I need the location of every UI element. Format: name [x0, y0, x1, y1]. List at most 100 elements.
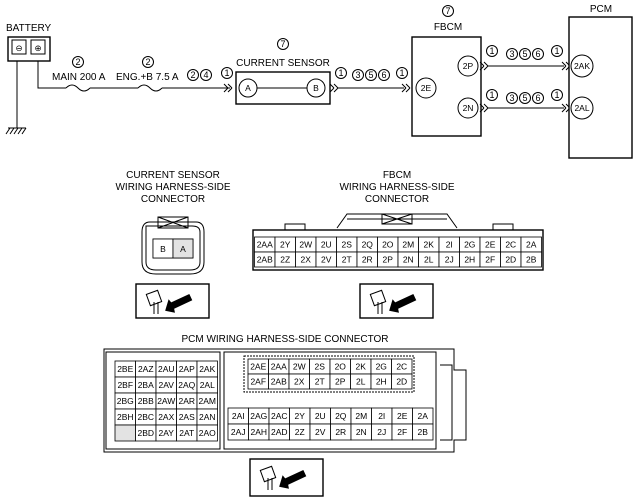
pcm-pin-2ac: 2AC [271, 411, 288, 421]
svg-text:2AK: 2AK [574, 61, 590, 71]
svg-text:1: 1 [224, 68, 229, 78]
ground-icon [5, 127, 27, 135]
fbcm-pin-2b: 2B [526, 255, 537, 265]
pcm-pin-2am: 2AM [199, 396, 216, 406]
pcm-pin-2as: 2AS [179, 412, 195, 422]
pcm-pin-2aq: 2AQ [178, 380, 195, 390]
main-fuse-label: MAIN 200 A [52, 72, 106, 83]
fbcm-pin-2z: 2Z [280, 255, 290, 265]
pcm-pin-2ad: 2AD [271, 427, 288, 437]
pcm-pin-2aj: 2AJ [231, 427, 246, 437]
fbcm-view-icon [359, 283, 434, 319]
refs-2p-to-2ak: 1 3 5 6 1 [486, 45, 563, 60]
svg-text:2AL: 2AL [574, 103, 589, 113]
pcm-pin-2bg: 2BG [117, 396, 134, 406]
fbcm-pin-2u: 2U [321, 240, 332, 250]
cs-connector-title-2: WIRING HARNESS-SIDE [115, 182, 230, 193]
cs-pin-b: B [160, 244, 166, 254]
fbcm-pin-2k: 2K [424, 240, 435, 250]
pcm-pin-2ae: 2AE [250, 362, 266, 372]
pcm-pin-2x: 2X [294, 377, 305, 387]
fbcm-pin-2n: 2N [403, 255, 414, 265]
pcm-pin-2d: 2D [396, 377, 407, 387]
fbcm-pin-2j: 2J [445, 255, 454, 265]
pcm-pin-2be: 2BE [117, 364, 133, 374]
svg-text:2P: 2P [463, 61, 474, 71]
fbcm-pin-2w: 2W [299, 240, 312, 250]
pcm-pin-2ag: 2AG [250, 411, 267, 421]
svg-text:6: 6 [381, 70, 386, 80]
svg-text:3: 3 [509, 93, 514, 103]
pcm-pin-2p: 2P [335, 377, 346, 387]
current-sensor-label: CURRENT SENSOR [236, 58, 330, 69]
fbcm-pin-2p: 2P [383, 255, 394, 265]
fbcm-pin-2i: 2I [446, 240, 453, 250]
pcm-pin-2t: 2T [315, 377, 325, 387]
pcm-terminal-2al [570, 96, 594, 120]
pcm-pin-2ax: 2AX [158, 412, 174, 422]
pcm-pin-2av: 2AV [159, 380, 175, 390]
pcm-pin-2h: 2H [376, 377, 387, 387]
fbcm-connector-title-3: CONNECTOR [365, 194, 429, 205]
pcm-cell [391, 373, 413, 390]
fbcm-pin-2e: 2E [485, 240, 496, 250]
pcm-pin-2al: 2AL [200, 380, 215, 390]
pcm-pin-2i: 2I [378, 411, 385, 421]
pcm-pin-2n: 2N [356, 427, 367, 437]
pcm-pin-2aa: 2AA [271, 362, 287, 372]
pcm-pin-2at: 2AT [179, 428, 194, 438]
fbcm-ref: 7 [445, 6, 450, 16]
pcm-pin-2m: 2M [355, 411, 367, 421]
cs-connector-title-1: CURRENT SENSOR [126, 170, 220, 181]
pcm-box [568, 16, 633, 159]
svg-text:4: 4 [203, 70, 208, 80]
fbcm-pin-2s: 2S [342, 240, 353, 250]
fbcm-pin-2o: 2O [382, 240, 394, 250]
fbcm-pin-2d: 2D [505, 255, 516, 265]
svg-text:1: 1 [489, 90, 494, 100]
pcm-terminal-2ak [570, 54, 594, 78]
pcm-pin-2ab: 2AB [271, 377, 287, 387]
fbcm-pin-2m: 2M [402, 240, 414, 250]
pcm-pin-2ap: 2AP [179, 364, 195, 374]
pcm-pin-2au: 2AU [158, 364, 175, 374]
pcm-pin-2bf: 2BF [117, 380, 133, 390]
pcm-pin-2a: 2A [418, 411, 429, 421]
pcm-pin-2q: 2Q [335, 411, 347, 421]
pcm-pin-2ay: 2AY [159, 428, 175, 438]
pcm-pin-2bc: 2BC [137, 412, 154, 422]
battery-symbol [7, 36, 51, 62]
svg-text:3: 3 [509, 49, 514, 59]
main-fuse-ref: 2 [75, 57, 80, 67]
pcm-pin-2bd: 2BD [137, 428, 154, 438]
svg-text:1: 1 [489, 46, 494, 56]
svg-text:2E: 2E [421, 83, 432, 93]
svg-text:B: B [313, 83, 319, 93]
pcm-pin-2bh: 2BH [117, 412, 134, 422]
fbcm-terminal-2e [415, 77, 437, 99]
fbcm-terminal-2n [457, 97, 479, 119]
svg-text:1: 1 [399, 68, 404, 78]
fbcm-pin-2q: 2Q [362, 240, 374, 250]
pcm-pin-2u: 2U [315, 411, 326, 421]
fbcm-pin-2l: 2L [424, 255, 434, 265]
pcm-cell [114, 424, 136, 442]
pcm-pin-2e: 2E [397, 411, 408, 421]
pcm-pin-2k: 2K [356, 362, 367, 372]
battery-positive-wire [37, 61, 66, 89]
svg-text:5: 5 [522, 93, 527, 103]
fbcm-connector-title-1: FBCM [383, 170, 411, 181]
pcm-pin-2ba: 2BA [138, 380, 154, 390]
fbcm-pin-2v: 2V [321, 255, 332, 265]
svg-text:2N: 2N [463, 103, 474, 113]
fbcm-pin-2a: 2A [526, 240, 537, 250]
pcm-label: PCM [590, 4, 612, 15]
svg-text:5: 5 [522, 49, 527, 59]
fbcm-pin-2ab: 2AB [257, 255, 273, 265]
pcm-pin-2v: 2V [315, 427, 326, 437]
pcm-pin-2an: 2AN [199, 412, 216, 422]
main-fuse-icon [65, 84, 91, 92]
pcm-pin-2g: 2G [376, 362, 387, 372]
